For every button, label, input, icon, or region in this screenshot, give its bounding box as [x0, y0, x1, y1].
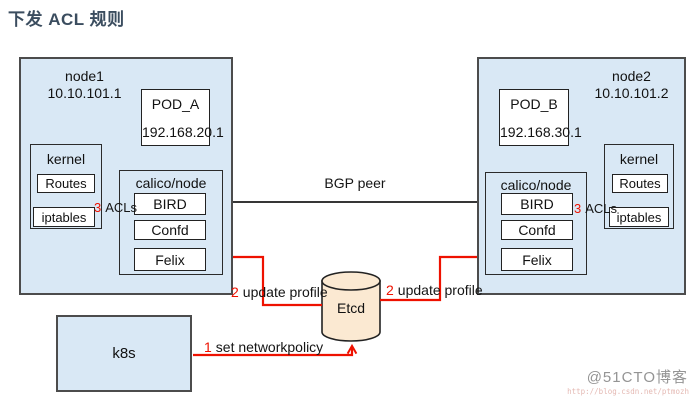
- update-profile-wire-right: [380, 251, 497, 302]
- pod-b-name: POD_B: [510, 96, 558, 112]
- node1-calico-label: calico/node: [135, 175, 207, 191]
- node2-iptables-box: iptables: [609, 207, 669, 227]
- flow-step2-left-num: 2: [231, 284, 239, 300]
- node2-title: node2 10.10.101.2: [579, 68, 684, 102]
- flow-step1-num: 1: [204, 339, 212, 355]
- node1-iptables-box: iptables: [33, 207, 95, 227]
- node2-confd-box: Confd: [501, 220, 573, 240]
- node1-box: node1 10.10.101.1 POD_A 192.168.20.1 ker…: [19, 57, 233, 295]
- etcd-label: Etcd: [336, 300, 365, 316]
- node2-kernel-label: kernel: [619, 151, 659, 167]
- update-profile-wire-left: [203, 251, 322, 307]
- flow-step3-right-text: ACLs: [585, 201, 618, 216]
- watermark-url: http://blog.csdn.net/ptmozh: [567, 387, 689, 396]
- node2-ip: 10.10.101.2: [594, 85, 669, 101]
- node2-bird-box: BIRD: [501, 193, 573, 215]
- pod-a-name: POD_A: [151, 96, 200, 112]
- node1-name: node1: [65, 68, 104, 84]
- flow-step2-right-text: update profile: [397, 282, 483, 298]
- flow-step3-right-num: 3: [574, 201, 582, 216]
- node1-kernel-label: kernel: [46, 151, 86, 167]
- flow-step2-right-num: 2: [386, 282, 394, 298]
- node1-calico-box: calico/node BIRD Confd Felix: [119, 170, 223, 275]
- flow-step3-left-num: 3: [94, 200, 102, 215]
- flow-step3-left-text: ACLs: [105, 200, 138, 215]
- node2-name: node2: [612, 68, 651, 84]
- node1-title: node1 10.10.101.1: [27, 68, 142, 102]
- node1-felix-box: Felix: [134, 248, 206, 271]
- k8s-box: k8s: [56, 315, 192, 392]
- node1-ip: 10.10.101.1: [47, 85, 122, 101]
- node1-routes-box: Routes: [37, 174, 95, 193]
- pod-b-box: POD_B 192.168.30.1: [499, 89, 582, 146]
- node2-calico-box: calico/node BIRD Confd Felix: [485, 172, 587, 275]
- node1-kernel-box: kernel Routes iptables: [30, 144, 102, 229]
- node2-kernel-box: kernel Routes iptables: [604, 144, 674, 229]
- flow-step1-text: set networkpolicy: [215, 339, 324, 355]
- node2-calico-label: calico/node: [500, 177, 572, 193]
- flow-step2-left-text: update profile: [242, 284, 328, 300]
- node1-confd-box: Confd: [134, 220, 206, 240]
- pod-b-ip: 192.168.30.1: [500, 124, 582, 140]
- node2-felix-box: Felix: [501, 248, 573, 271]
- pod-a-ip: 192.168.20.1: [142, 124, 224, 140]
- node1-bird-box: BIRD: [134, 193, 206, 215]
- node2-routes-box: Routes: [612, 174, 668, 193]
- etcd-cylinder: [321, 271, 381, 342]
- node2-box: node2 10.10.101.2 POD_B 192.168.30.1 ker…: [477, 57, 686, 295]
- page-title: 下发 ACL 规则: [8, 10, 125, 29]
- pod-a-box: POD_A 192.168.20.1: [141, 89, 224, 146]
- bgp-peer-label: BGP peer: [324, 175, 386, 191]
- watermark-brand: @51CTO博客: [586, 369, 688, 386]
- set-networkpolicy-wire: [193, 343, 358, 357]
